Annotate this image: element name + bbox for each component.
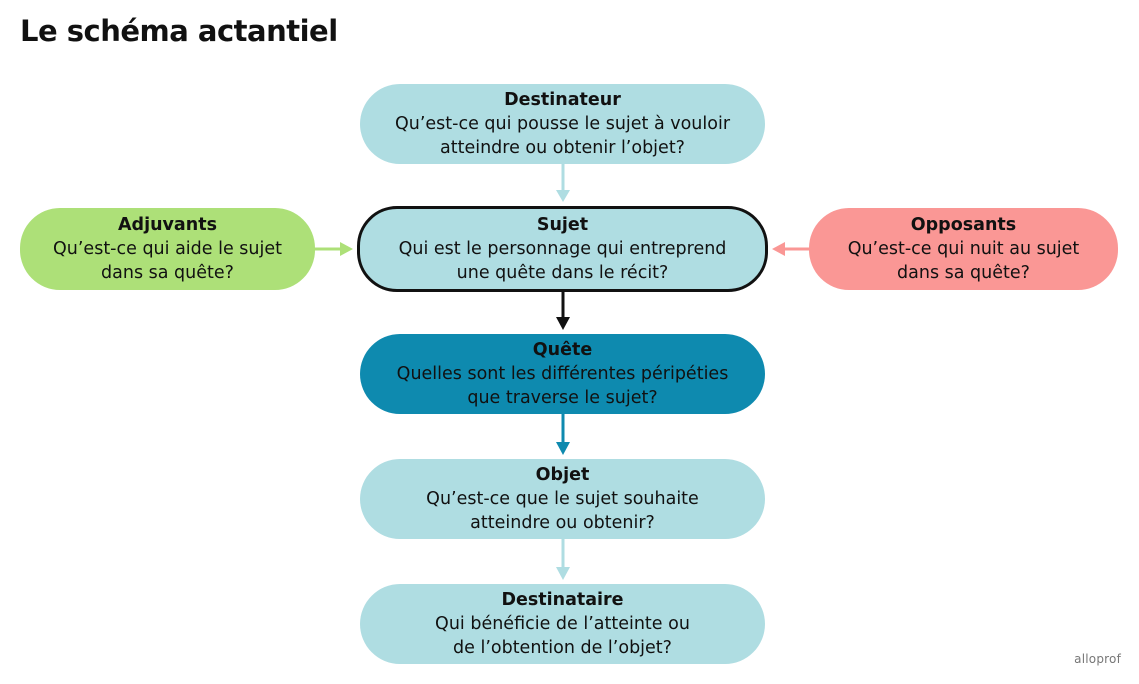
node-opposants-name: Opposants [910,215,1017,235]
node-adjuvants: Adjuvants Qu’est-ce qui aide le sujet da… [20,208,315,290]
node-destinataire-name: Destinataire [501,590,624,610]
arrow-destinateur-to-sujet [556,164,570,202]
node-objet-name: Objet [535,465,590,485]
node-objet: Objet Qu’est-ce que le sujet souhaite at… [360,459,765,539]
page-title: Le schéma actantiel [20,14,338,48]
node-sujet-name: Sujet [536,215,589,235]
arrow-quete-to-objet [556,414,570,455]
arrow-sujet-to-quete [556,292,570,330]
node-adjuvants-question: Qu’est-ce qui aide le sujet dans sa quêt… [53,239,282,283]
node-quete-name: Quête [532,340,593,360]
arrow-objet-to-destinataire [556,539,570,580]
node-destinateur-question: Qu’est-ce qui pousse le sujet à vouloir … [394,114,731,158]
node-objet-question: Qu’est-ce que le sujet souhaite atteindr… [426,489,699,533]
arrow-opposants-to-sujet [772,242,809,256]
node-destinataire-question: Qui bénéficie de l’atteinte ou de l’obte… [435,614,690,658]
node-sujet: Sujet Qui est le personnage qui entrepre… [357,206,768,292]
node-quete: Quête Quelles sont les différentes périp… [360,334,765,414]
arrow-adjuvants-to-sujet [315,242,353,256]
node-quete-question: Quelles sont les différentes péripéties … [396,364,729,408]
node-destinateur: Destinateur Qu’est-ce qui pousse le suje… [360,84,765,164]
alloprof-logo: alloprof [1074,652,1121,666]
node-adjuvants-name: Adjuvants [118,215,217,235]
node-destinataire: Destinataire Qui bénéficie de l’atteinte… [360,584,765,664]
node-sujet-question: Qui est le personnage qui entreprend une… [398,239,727,283]
node-opposants-question: Qu’est-ce qui nuit au sujet dans sa quêt… [847,239,1080,283]
node-opposants: Opposants Qu’est-ce qui nuit au sujet da… [809,208,1118,290]
node-destinateur-name: Destinateur [504,90,621,110]
